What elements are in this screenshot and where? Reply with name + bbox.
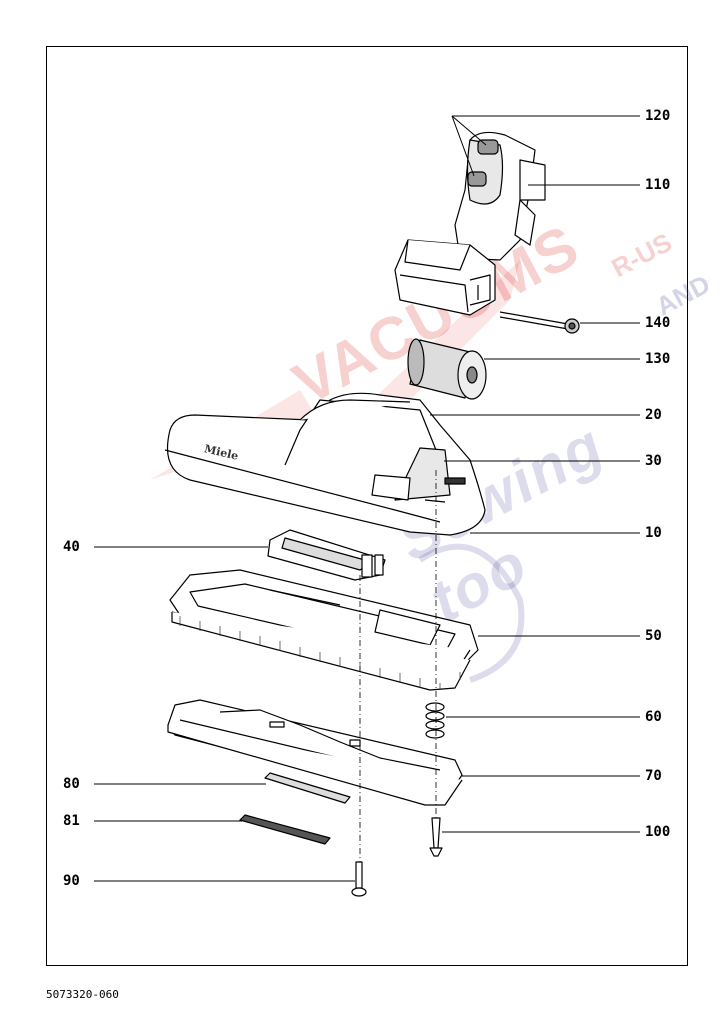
drawing-frame bbox=[46, 46, 688, 966]
leader-lines bbox=[94, 115, 640, 882]
callout-30: 30 bbox=[645, 453, 662, 469]
callout-20: 20 bbox=[645, 407, 662, 423]
callout-140: 140 bbox=[645, 315, 671, 331]
callout-80: 80 bbox=[63, 776, 80, 792]
callout-130: 130 bbox=[645, 351, 671, 367]
brush-sole-part bbox=[169, 569, 479, 691]
callout-81: 81 bbox=[63, 813, 80, 829]
callout-100: 100 bbox=[645, 824, 671, 840]
neck-connector-part bbox=[394, 239, 496, 316]
strip-part-80 bbox=[264, 772, 351, 804]
swivel-neck-part bbox=[454, 131, 546, 261]
callout-40: 40 bbox=[63, 539, 80, 555]
screw-part-100 bbox=[429, 817, 443, 857]
callout-10: 10 bbox=[645, 525, 662, 541]
insert-frame-part bbox=[267, 529, 386, 581]
strip-part-81 bbox=[239, 814, 331, 845]
axle-pin-part bbox=[499, 311, 580, 334]
callout-50: 50 bbox=[645, 628, 662, 644]
callout-110: 110 bbox=[645, 177, 671, 193]
spring-part bbox=[425, 702, 445, 739]
roller-part bbox=[407, 338, 487, 400]
assembly-lines bbox=[359, 470, 437, 862]
callout-120: 120 bbox=[645, 108, 671, 124]
screw-part-90 bbox=[351, 861, 367, 897]
document-number: 5073320-060 bbox=[46, 988, 119, 1001]
callout-70: 70 bbox=[645, 768, 662, 784]
callout-60: 60 bbox=[645, 709, 662, 725]
callout-90: 90 bbox=[63, 873, 80, 889]
base-plate-part bbox=[167, 699, 463, 806]
